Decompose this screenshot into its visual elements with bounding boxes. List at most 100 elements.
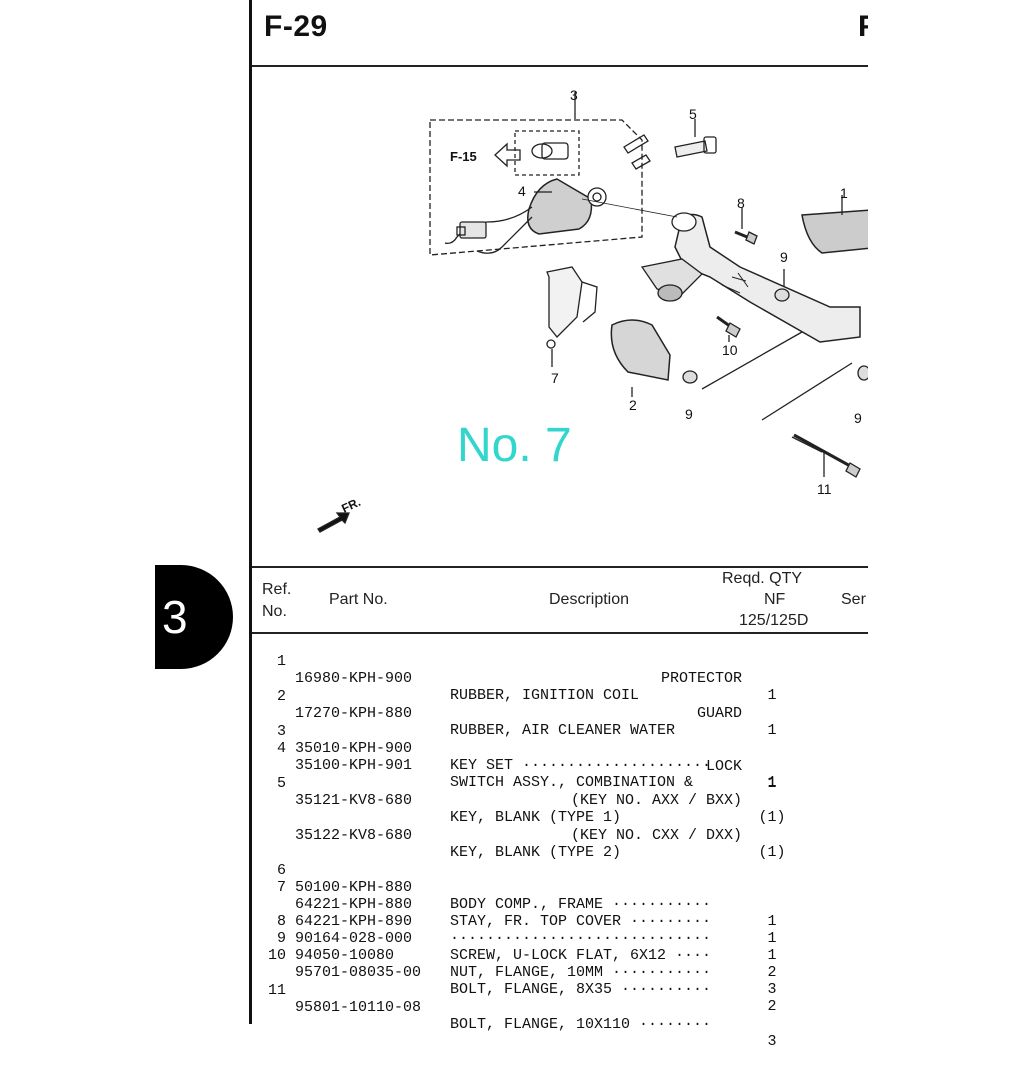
- callout-11: 11: [817, 481, 832, 497]
- table-row: 4 35100-KPH-901 SWITCH ASSY., COMBINATIO…: [252, 723, 868, 791]
- connector-part: [459, 221, 487, 239]
- row-qty: (1): [758, 809, 786, 826]
- header-model: 125/125D: [739, 612, 809, 629]
- ignition-switch-part: [527, 178, 593, 235]
- table-row-continuation: GUARD 1: [252, 688, 868, 739]
- ref-label-f15: F-15: [450, 149, 477, 164]
- table-row-continuation: LOCK 1: [252, 741, 868, 792]
- row-description-cont: LOCK: [705, 758, 742, 775]
- row-ref: 1: [276, 653, 286, 670]
- row-description: SWITCH ASSY., COMBINATION &: [450, 774, 694, 791]
- header-reqd-qty: Reqd. QTY: [722, 570, 803, 587]
- row-ref: 9: [276, 930, 286, 947]
- table-row: 3 35010-KPH-900 KEY SET ················…: [252, 706, 868, 791]
- wire-harness: [444, 206, 533, 245]
- row-description-cont: PROTECTOR: [660, 670, 742, 687]
- row-qty: 3: [767, 1033, 777, 1050]
- front-direction-arrow-icon: [317, 512, 350, 533]
- callout-2: 2: [629, 397, 637, 413]
- f15-arrow-icon: [494, 142, 521, 168]
- row-ref: 5: [276, 775, 286, 792]
- row-description: BODY COMP., FRAME ···········: [450, 896, 712, 913]
- row-ref: 3: [276, 723, 286, 740]
- key-ring-part: [623, 134, 649, 154]
- header-part-no: Part No.: [329, 591, 388, 608]
- table-row: 35122-KV8-680 KEY, BLANK (TYPE 2): [252, 793, 868, 861]
- row-description-cont: (KEY NO. CXX / DXX): [570, 827, 742, 844]
- callout-9: 9: [780, 249, 788, 265]
- table-row-continuation: PROTECTOR 1: [252, 653, 868, 704]
- row-qty: 1: [767, 947, 777, 964]
- table-row-continuation: (KEY NO. CXX / DXX) (1): [252, 810, 868, 861]
- table-header-rule: [252, 632, 868, 634]
- header-nf: NF: [764, 591, 786, 608]
- row-part-no: 95701-08035-00: [295, 964, 422, 981]
- row-part-no: 50100-KPH-880: [295, 879, 413, 896]
- callout-3: 3: [570, 87, 578, 103]
- row-qty: (1): [758, 844, 786, 861]
- row-part-no: 95801-10110-08: [295, 999, 422, 1016]
- row-description-cont: GUARD: [696, 705, 742, 722]
- rubber-ignition-coil-part: [801, 209, 868, 254]
- air-cleaner-rubber-part: [610, 319, 671, 381]
- row-ref: 8: [276, 913, 286, 930]
- blank-key-part: [674, 140, 708, 158]
- callout-9c: 9: [854, 410, 862, 426]
- row-qty: 1: [767, 774, 777, 791]
- row-description: KEY, BLANK (TYPE 2): [450, 844, 622, 861]
- row-description: ·····························: [450, 930, 712, 947]
- row-qty: 2: [767, 964, 777, 981]
- row-description: KEY, BLANK (TYPE 1): [450, 809, 622, 826]
- page-code: F-29: [264, 10, 328, 43]
- callout-1: 1: [840, 185, 848, 201]
- callout-9b: 9: [685, 406, 693, 422]
- row-part-no: 94050-10080: [295, 947, 395, 964]
- table-row: 11 95801-10110-08 BOLT, FLANGE, 10X110 ·…: [252, 965, 868, 1050]
- key-set-group-box: [429, 119, 643, 256]
- exploded-parts-diagram: 3 5 8 1 4 9 10 7 2 9 9 11 F-15 FR.: [317, 87, 868, 533]
- header-serial-cut: Ser: [841, 591, 866, 608]
- row-description: STAY, FR. TOP COVER ·········: [450, 913, 712, 930]
- callout-8: 8: [737, 195, 745, 211]
- row-ref: 4: [276, 740, 286, 757]
- row-part-no: 35100-KPH-901: [295, 757, 413, 774]
- table-row-continuation: (KEY NO. AXX / BXX) (1): [252, 775, 868, 826]
- row-part-no: 16980-KPH-900: [295, 670, 413, 687]
- row-description: SCREW, U-LOCK FLAT, 6X12 ····: [450, 947, 712, 964]
- lock-cylinder-box: [514, 130, 580, 176]
- row-qty: 3: [767, 981, 777, 998]
- page-binding-rule: [249, 0, 252, 1024]
- row-part-no: 35122-KV8-680: [295, 827, 413, 844]
- row-qty: 1: [767, 687, 777, 704]
- row-part-no: 35121-KV8-680: [295, 792, 413, 809]
- row-qty: 1: [767, 930, 777, 947]
- table-row: 5 35121-KV8-680 KEY, BLANK (TYPE 1): [252, 758, 868, 826]
- chapter-tab-number: 3: [162, 591, 188, 643]
- front-top-cover-stay-part: [546, 266, 583, 338]
- table-row: 9 94050-10080 NUT, FLANGE, 10MM ········…: [252, 913, 868, 998]
- row-part-no: 64221-KPH-880: [295, 896, 413, 913]
- header-rule: [252, 65, 868, 67]
- table-row: 6 50100-KPH-880 BODY COMP., FRAME ······…: [252, 845, 868, 930]
- table-row: 2 17270-KPH-880 RUBBER, AIR CLEANER WATE…: [252, 671, 868, 739]
- callout-10: 10: [722, 342, 738, 358]
- row-description: BOLT, FLANGE, 8X35 ··········: [450, 981, 712, 998]
- table-row: 64221-KPH-890 ··························…: [252, 879, 868, 964]
- header-description: Description: [549, 591, 630, 608]
- row-part-no: 90164-028-000: [295, 930, 413, 947]
- row-ref: 2: [276, 688, 286, 705]
- table-row: 10 95701-08035-00 BOLT, FLANGE, 8X35 ···…: [252, 930, 868, 1015]
- table-top-rule: [252, 566, 868, 568]
- callout-5: 5: [689, 106, 697, 122]
- row-part-no: 35010-KPH-900: [295, 740, 413, 757]
- table-row: 7 64221-KPH-880 STAY, FR. TOP COVER ····…: [252, 862, 868, 947]
- row-description: RUBBER, AIR CLEANER WATER: [450, 722, 676, 739]
- row-description: KEY SET ·····················: [450, 757, 712, 774]
- row-part-no: 17270-KPH-880: [295, 705, 413, 722]
- front-label: FR.: [339, 495, 362, 516]
- row-qty: 2: [767, 998, 777, 1015]
- long-bolt-part: [793, 433, 853, 469]
- row-description: BOLT, FLANGE, 10X110 ········: [450, 1016, 712, 1033]
- page-code-right-cut: F: [858, 10, 868, 43]
- row-qty: 1: [767, 775, 777, 792]
